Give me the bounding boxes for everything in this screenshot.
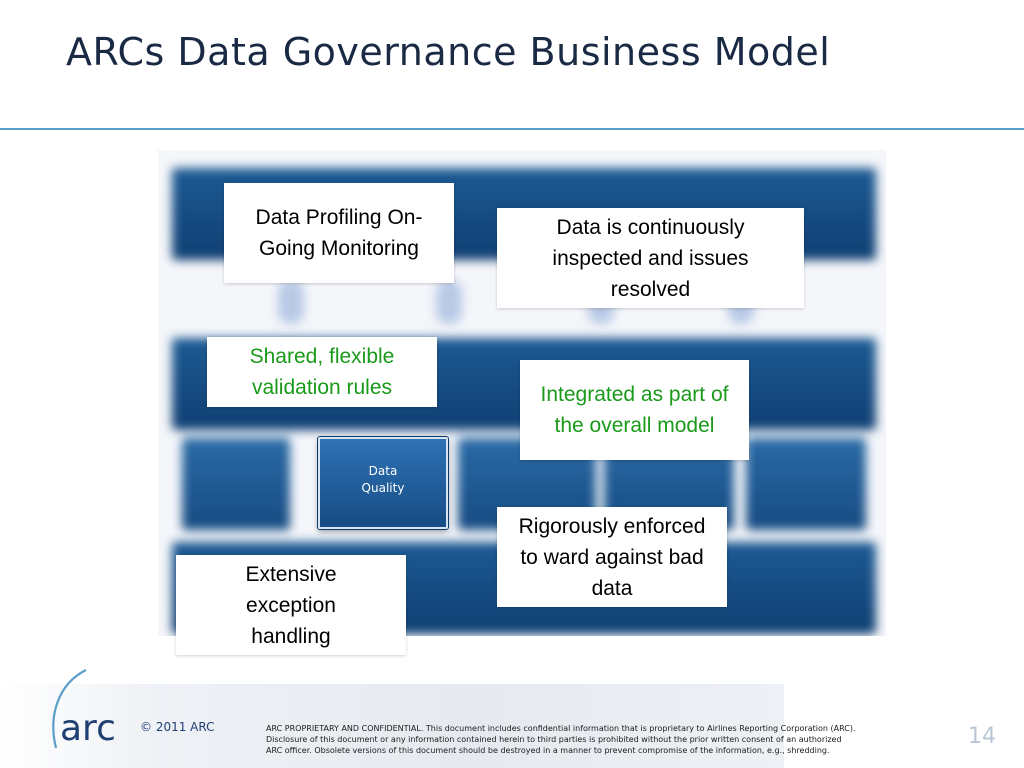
footer-panel [0, 684, 784, 768]
diagram-arrow [436, 280, 462, 324]
callout-continuous-inspection: Data is continuously inspected and issue… [497, 208, 804, 308]
diagram-arrow [278, 280, 304, 324]
data-quality-label-line2: Quality [361, 481, 405, 495]
callout-data-profiling: Data Profiling On-Going Monitoring [224, 183, 454, 283]
callout-integrated-model: Integrated as part of the overall model [520, 360, 749, 460]
diagram-column [182, 438, 290, 530]
slide-title: ARCs Data Governance Business Model [66, 30, 831, 74]
copyright-text: © 2011 ARC [140, 720, 215, 734]
page-number: 14 [968, 724, 996, 749]
data-quality-tile: Data Quality [318, 437, 448, 529]
diagram-column [746, 438, 866, 530]
confidentiality-disclaimer: ARC PROPRIETARY AND CONFIDENTIAL. This d… [266, 724, 856, 755]
callout-exception-handling: Extensive exception handling [176, 555, 406, 655]
title-divider [0, 128, 1024, 130]
callout-rigorously-enforced: Rigorously enforced to ward against bad … [497, 507, 727, 607]
arc-logo-icon: arc [52, 669, 116, 749]
data-quality-label-line1: Data [368, 464, 398, 478]
logo-text: arc [60, 708, 116, 749]
callout-shared-validation-rules: Shared, flexible validation rules [207, 337, 437, 407]
